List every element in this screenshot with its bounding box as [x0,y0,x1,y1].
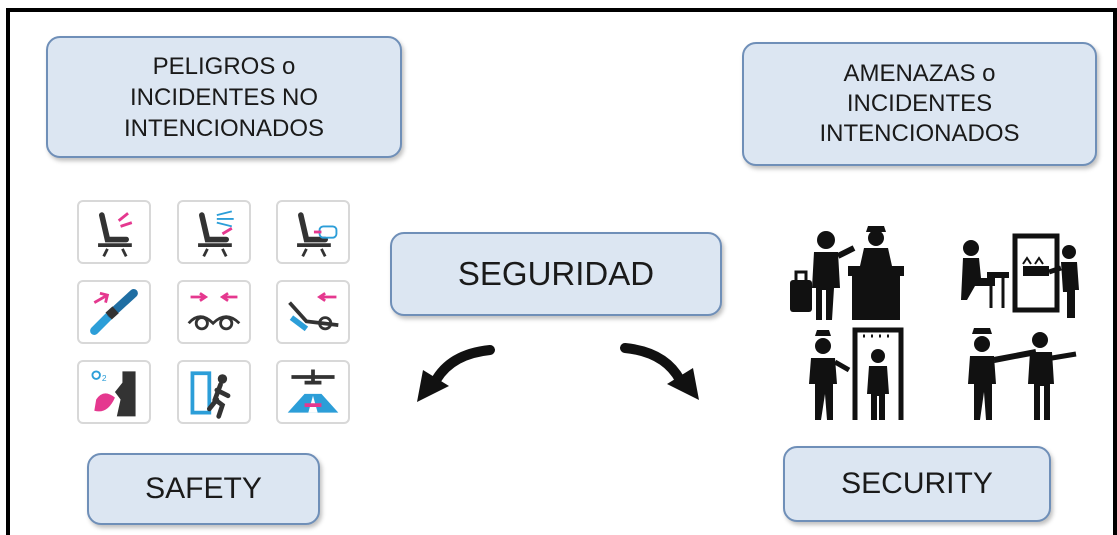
seguridad-label: SEGURIDAD [457,255,655,292]
emergency-exit-icon [177,360,251,424]
seat-spray-icon [177,200,251,264]
xray-screening-icon [961,233,1079,318]
arrow-to-security-icon [620,343,699,400]
security-box: SECURITY [783,446,1051,522]
seatbelt-icon [77,280,151,344]
seat-oxygen-icon [276,200,350,264]
unintentional-incidents-label: PELIGROS o INCIDENTES NO INTENCIONADOS [123,52,324,142]
seat-recline-icon [77,200,151,264]
oxygen-mask-icon: 2 [77,360,151,424]
safety-box: SAFETY [87,453,320,525]
safety-label: SAFETY [145,472,262,505]
security-label: SECURITY [841,467,993,500]
runway-lights-icon [276,360,350,424]
guard-restraint-icon [968,328,1077,420]
diagram-frame [6,8,1117,535]
arrow-to-safety-icon [417,345,495,402]
brace-position-icon [177,280,251,344]
intentional-incidents-label: AMENAZAS o INCIDENTES INTENCIONADOS [819,60,1020,147]
brace-position-alt-icon [276,280,350,344]
metal-detector-icon [809,327,904,420]
svg-text:2: 2 [102,373,107,383]
unintentional-incidents-box: PELIGROS o INCIDENTES NO INTENCIONADOS [46,36,402,158]
intentional-incidents-box: AMENAZAS o INCIDENTES INTENCIONADOS [742,42,1097,166]
passport-control-icon [790,226,904,320]
seguridad-box: SEGURIDAD [390,232,722,316]
